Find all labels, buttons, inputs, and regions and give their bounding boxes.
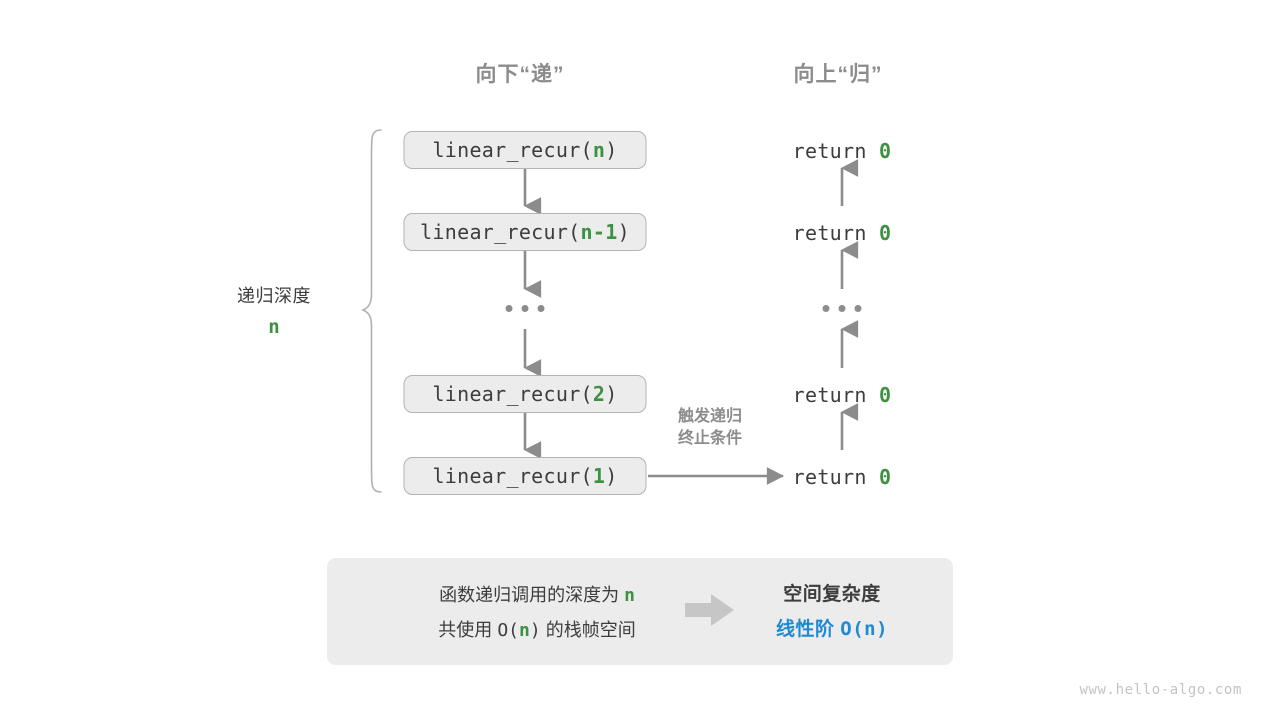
call-box-suffix: ) [617, 220, 630, 244]
summary-line-2: 共使用 O(n) 的栈帧空间 [367, 613, 707, 648]
call-box-arg: 1 [592, 464, 606, 488]
return-value: 0 [879, 383, 892, 407]
column-header-ascend: 向上“归” [793, 63, 883, 86]
return-keyword: return [792, 465, 867, 489]
summary-description: 函数递归调用的深度为 n 共使用 O(n) 的栈帧空间 [367, 578, 707, 648]
dot [505, 305, 513, 312]
call-box-arg: n [592, 138, 606, 162]
summary-conclusion: 空间复杂度 线性阶 O(n) [727, 577, 937, 647]
summary-block-arrow-icon [685, 594, 734, 626]
return-column-ellipsis [822, 305, 862, 312]
return-value: 0 [879, 139, 892, 163]
dot [822, 305, 830, 312]
return-value: 0 [879, 221, 892, 245]
summary-line-1-n: n [624, 585, 635, 606]
summary-line-1-text: 函数递归调用的深度为 [439, 585, 625, 605]
return-label-1: return 0 [793, 139, 892, 163]
terminate-condition-annotation: 触发递归 终止条件 [678, 406, 742, 450]
call-box-suffix: ) [605, 464, 618, 488]
call-box-prefix: linear_recur( [432, 382, 593, 406]
return-keyword: return [792, 221, 867, 245]
summary-line-2-o: O( [497, 620, 519, 641]
return-label-4: return 0 [793, 465, 892, 489]
call-box-suffix: ) [605, 382, 618, 406]
summary-panel: 函数递归调用的深度为 n 共使用 O(n) 的栈帧空间 空间复杂度 线性阶 O(… [327, 558, 953, 665]
dot [838, 305, 846, 312]
complexity-value: 线性阶 O(n) [727, 612, 937, 647]
complexity-value-cn: 线性阶 [775, 619, 841, 640]
summary-line-2-text-b: 的栈帧空间 [540, 620, 636, 640]
call-box-1: linear_recur(1) [403, 457, 647, 495]
terminate-line-1: 触发递归 [677, 408, 743, 425]
call-box-suffix: ) [605, 138, 618, 162]
dot [537, 305, 545, 312]
return-keyword: return [792, 383, 867, 407]
call-box-arg: 2 [592, 382, 606, 406]
complexity-value-notation: O(n) [840, 618, 889, 640]
return-label-2: return 0 [793, 221, 892, 245]
summary-line-2-n: n [519, 620, 530, 641]
depth-brace [360, 129, 382, 493]
dot [521, 305, 529, 312]
summary-line-1: 函数递归调用的深度为 n [367, 578, 707, 613]
watermark: www.hello-algo.com [1079, 682, 1242, 698]
call-box-2: linear_recur(2) [403, 375, 647, 413]
return-value: 0 [879, 465, 892, 489]
complexity-title: 空间复杂度 [783, 584, 881, 605]
return-label-3: return 0 [793, 383, 892, 407]
call-box-n: linear_recur(n) [403, 131, 647, 169]
call-box-n-minus-1: linear_recur(n-1) [403, 213, 647, 251]
recursion-depth-label: 递归深度 [237, 286, 311, 306]
call-column-ellipsis [505, 305, 545, 312]
column-header-descend: 向下“递” [475, 63, 565, 86]
call-box-arg: n-1 [580, 220, 618, 244]
recursion-depth-value: n [268, 316, 280, 338]
call-box-prefix: linear_recur( [432, 138, 593, 162]
dot [854, 305, 862, 312]
terminate-line-2: 终止条件 [677, 430, 743, 447]
summary-line-2-close: ) [529, 620, 541, 641]
summary-line-2-text-a: 共使用 [438, 620, 498, 640]
return-keyword: return [792, 139, 867, 163]
call-box-prefix: linear_recur( [432, 464, 593, 488]
call-box-prefix: linear_recur( [420, 220, 581, 244]
recursion-depth-annotation: 递归深度 n [237, 282, 311, 338]
